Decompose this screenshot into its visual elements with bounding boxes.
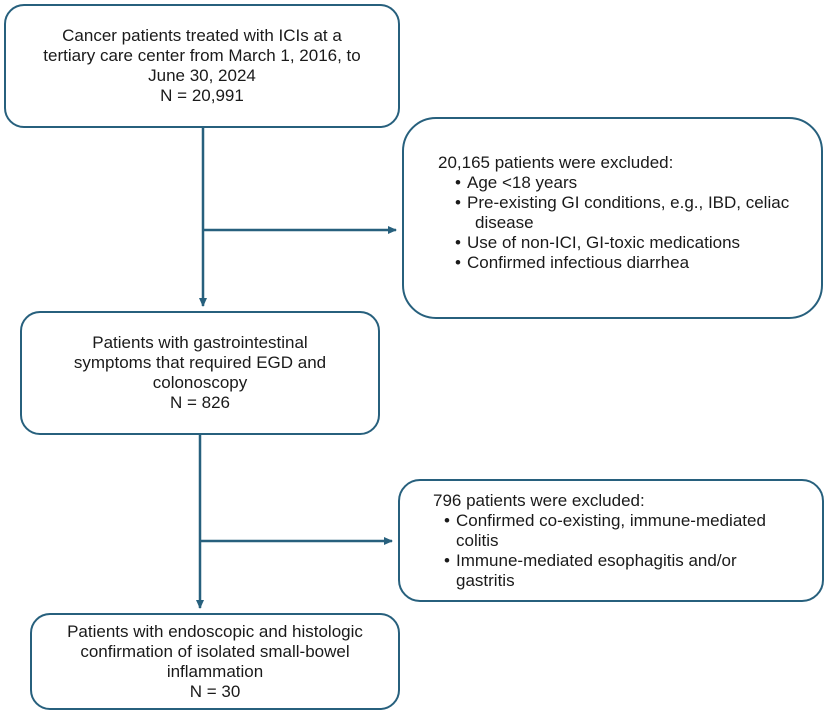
bullet-icon: • xyxy=(455,233,461,252)
gi-symptoms-line: symptoms that required EGD and xyxy=(73,353,327,372)
final-line: confirmation of isolated small-bowel xyxy=(80,641,350,661)
gi-symptoms-line: Patients with gastrointestinal xyxy=(92,333,308,352)
start-line: tertiary care center from March 1, 2016,… xyxy=(43,46,361,65)
exclusion1-item: • Pre-existing GI conditions, e.g., IBD,… xyxy=(438,193,821,233)
exclusion2-item-text: colitis xyxy=(456,531,499,550)
exclusion1-item: • Age <18 years xyxy=(438,173,821,193)
exclusion1-title: 20,165 patients were excluded: xyxy=(438,153,674,172)
final-line: inflammation xyxy=(166,661,264,681)
bullet-icon: • xyxy=(455,193,461,212)
start-population-box: Cancer patients treated with ICIs at a t… xyxy=(4,4,400,128)
exclusion1-item-text: Pre-existing GI conditions, e.g., IBD, c… xyxy=(467,193,790,212)
start-line: Cancer patients treated with ICIs at a xyxy=(62,26,342,45)
exclusion2-box: 796 patients were excluded: • Confirmed … xyxy=(398,479,824,602)
exclusion2-item: • Confirmed co-existing, immune-mediated… xyxy=(433,511,822,551)
start-count: N = 20,991 xyxy=(160,86,244,105)
start-line: June 30, 2024 xyxy=(148,66,256,85)
bullet-icon: • xyxy=(455,253,461,272)
exclusion1-item-text: Confirmed infectious diarrhea xyxy=(467,253,690,272)
exclusion1-item-text: Use of non-ICI, GI-toxic medications xyxy=(467,233,741,252)
exclusion1-item-text: Age <18 years xyxy=(467,173,578,192)
gi-symptoms-line: colonoscopy xyxy=(152,373,248,392)
exclusion2-item: • Immune-mediated esophagitis and/or gas… xyxy=(433,551,822,591)
gi-symptoms-box: Patients with gastrointestinal symptoms … xyxy=(20,311,380,435)
exclusion2-title: 796 patients were excluded: xyxy=(433,491,645,510)
exclusion2-list: • Confirmed co-existing, immune-mediated… xyxy=(433,511,822,591)
gi-symptoms-count: N = 826 xyxy=(169,393,230,412)
exclusion2-item-text: gastritis xyxy=(456,571,515,590)
exclusion1-list: • Age <18 years • Pre-existing GI condit… xyxy=(438,173,821,273)
exclusion1-item: • Use of non-ICI, GI-toxic medications xyxy=(438,233,821,253)
exclusion1-item-text: disease xyxy=(475,213,534,232)
bullet-icon: • xyxy=(444,511,450,530)
final-count: N = 30 xyxy=(189,681,241,701)
exclusion2-item-text: Confirmed co-existing, immune-mediated xyxy=(456,511,766,530)
exclusion1-box: 20,165 patients were excluded: • Age <18… xyxy=(402,117,823,319)
bullet-icon: • xyxy=(444,551,450,570)
exclusion2-item-text: Immune-mediated esophagitis and/or xyxy=(456,551,737,570)
final-cohort-box: Patients with endoscopic and histologic … xyxy=(30,613,400,710)
final-line: Patients with endoscopic and histologic xyxy=(67,621,363,641)
exclusion1-item: • Confirmed infectious diarrhea xyxy=(438,253,821,273)
bullet-icon: • xyxy=(455,173,461,192)
